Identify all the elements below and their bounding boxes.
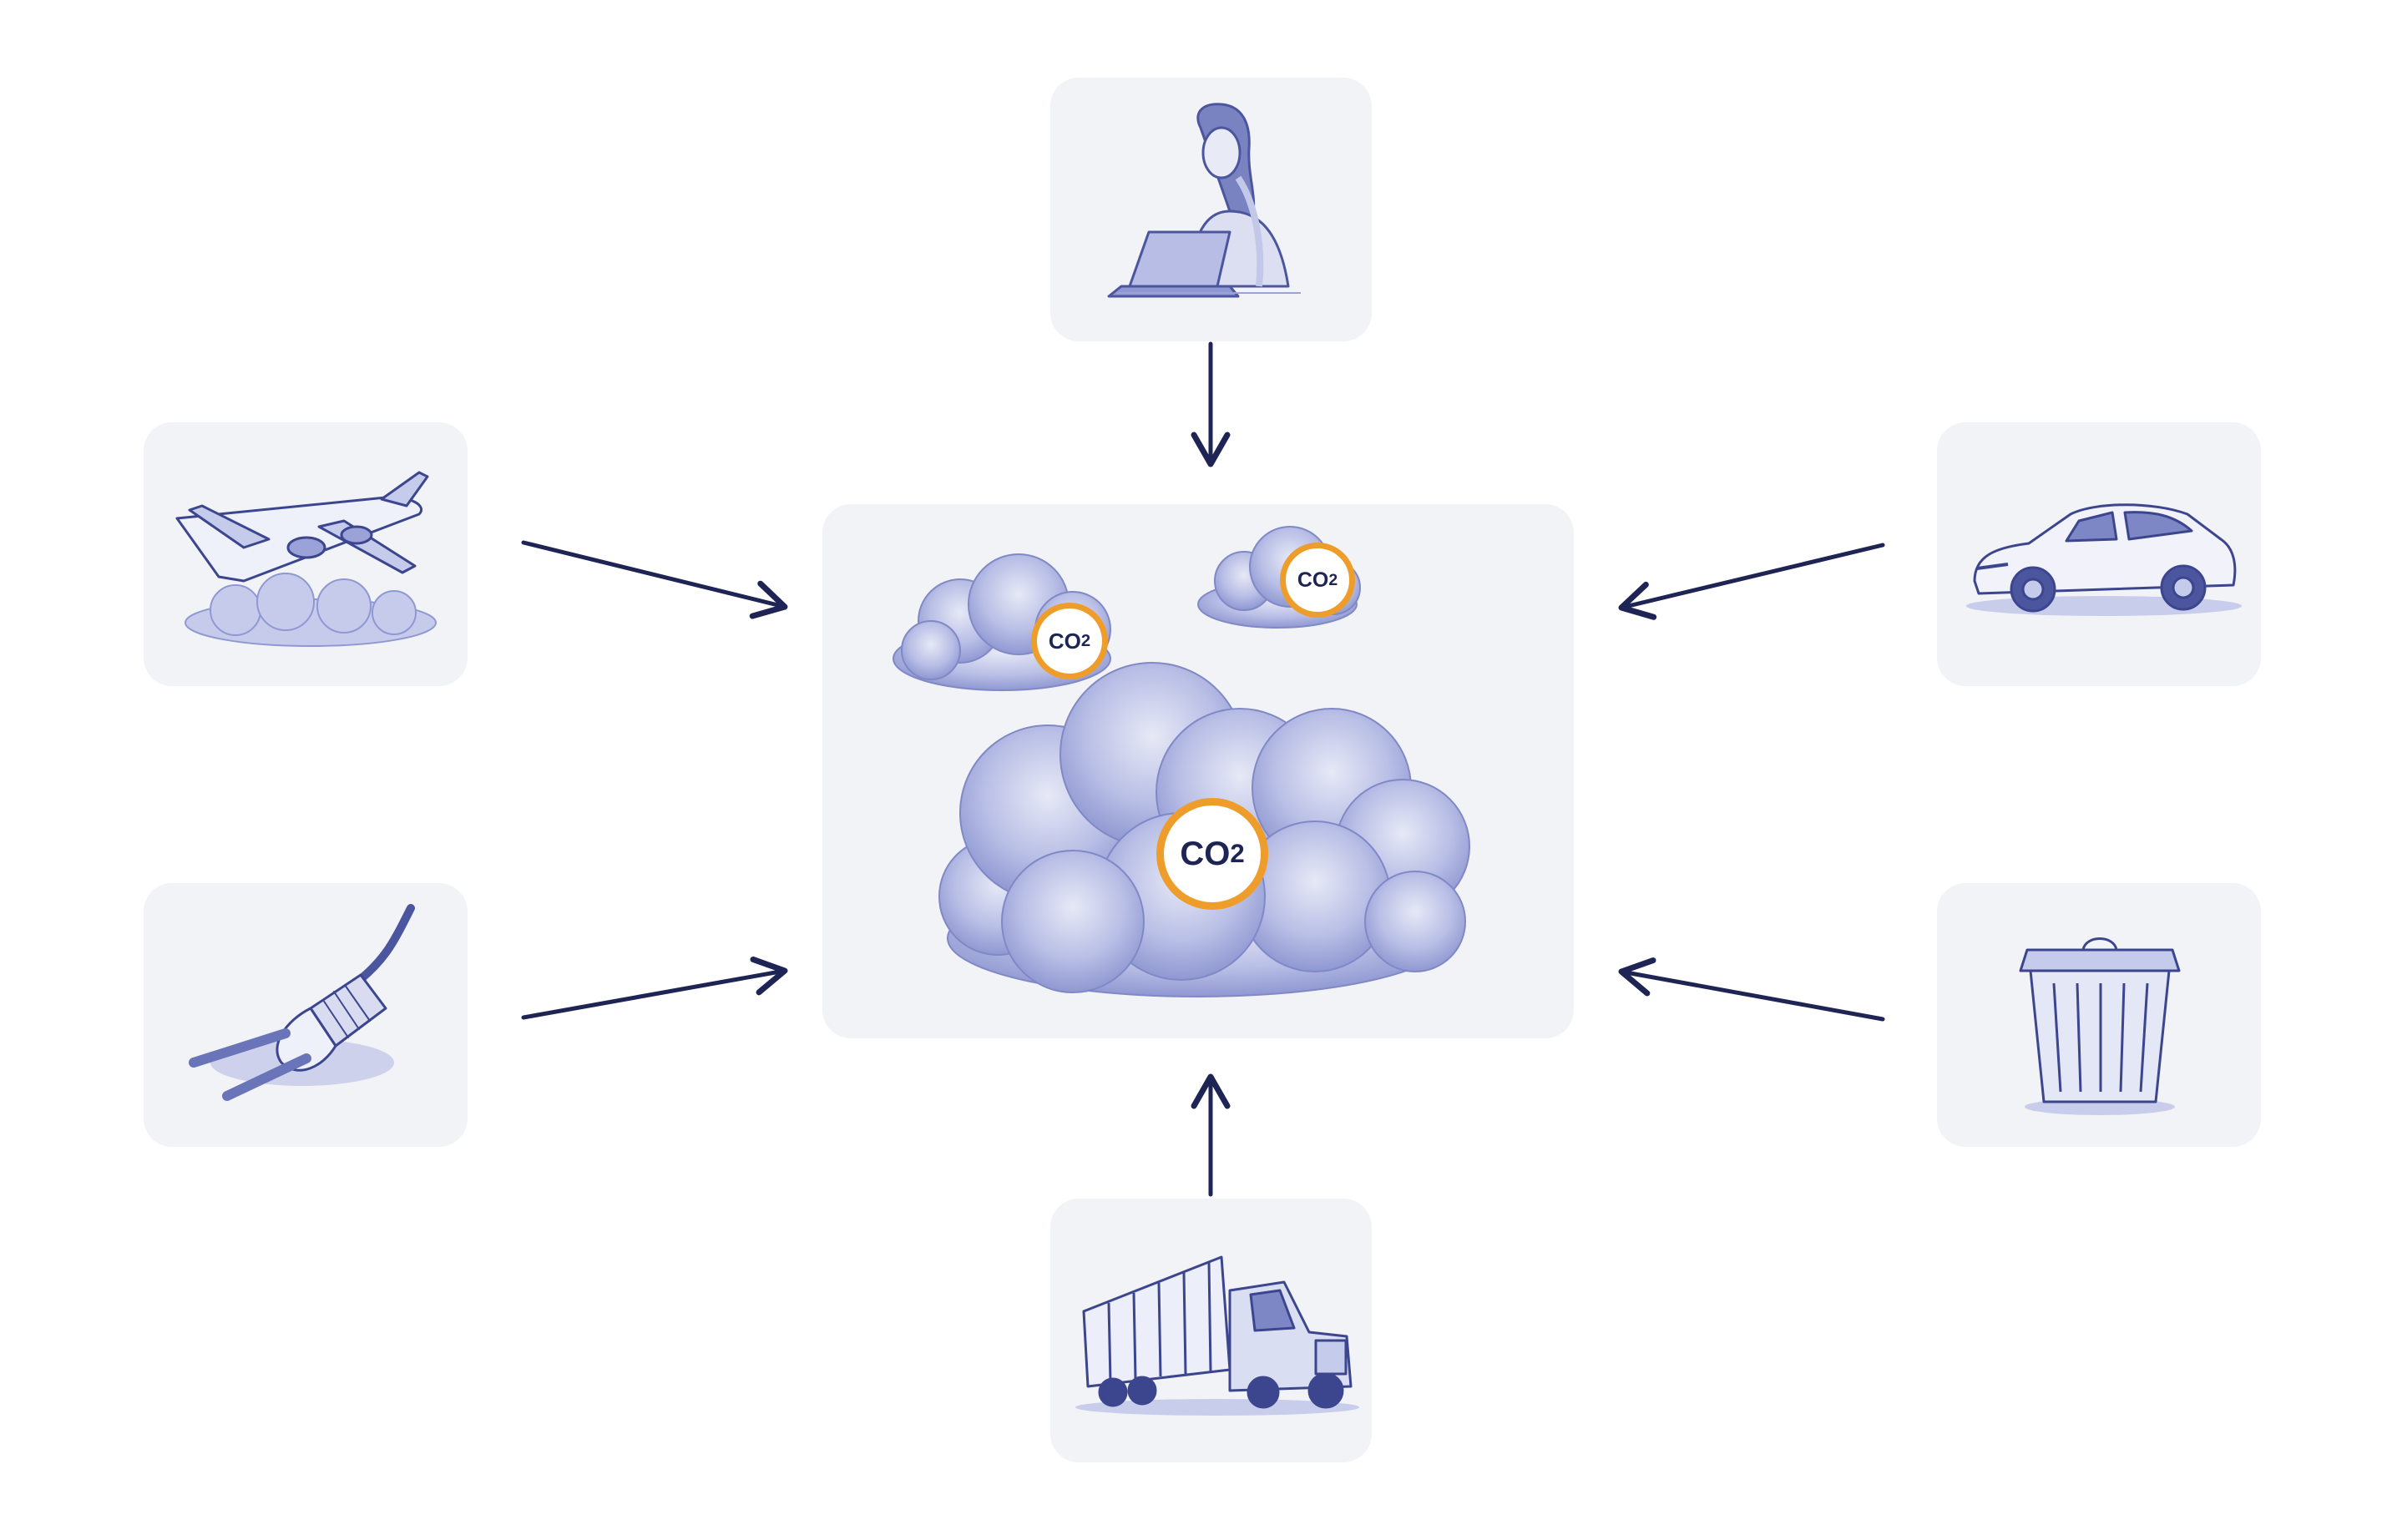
trash-bin-icon	[2019, 937, 2181, 1115]
co2-clouds-illustration	[893, 526, 1470, 997]
arrow-airplane-to-center	[521, 540, 788, 619]
source-card-person-laptop	[1050, 78, 1372, 341]
co2-badge-label: CO	[1297, 568, 1329, 592]
big-cloud	[938, 662, 1470, 997]
truck-icon	[1075, 1255, 1359, 1416]
arrow-car-to-center	[1618, 543, 1885, 620]
source-card-car	[1937, 422, 2261, 686]
airplane-icon	[175, 471, 437, 647]
co2-badge-subscript: 2	[1080, 631, 1091, 650]
source-card-trash-bin	[1937, 883, 2261, 1147]
source-card-plug	[144, 883, 468, 1147]
co2-badge-label: CO	[1048, 628, 1081, 654]
source-card-airplane	[144, 422, 468, 686]
person-laptop-icon	[1107, 103, 1301, 298]
co2-badge-subscript: 2	[1328, 570, 1338, 589]
source-card-truck	[1050, 1199, 1372, 1462]
car-icon	[1966, 503, 2242, 616]
co2-badge-label: CO	[1180, 835, 1231, 872]
co2-badge-subscript: 2	[1230, 839, 1245, 868]
arrow-plug-to-center	[521, 956, 788, 1020]
electric-plug-icon	[189, 904, 415, 1101]
arrow-trash-to-center	[1618, 957, 1885, 1022]
